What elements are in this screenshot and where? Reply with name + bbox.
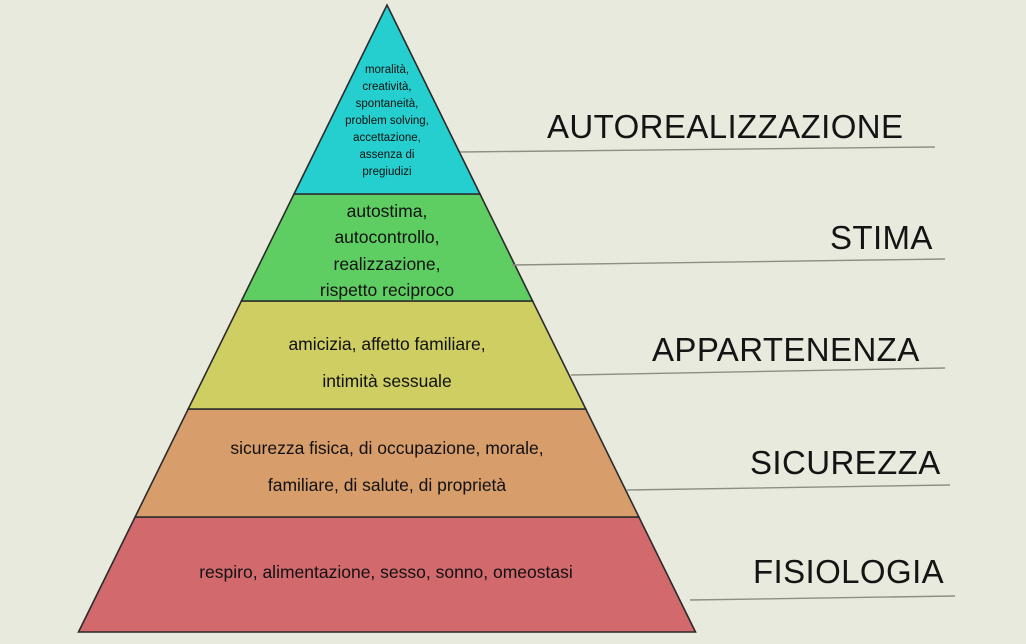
leader-line-stima: [511, 258, 946, 266]
pyramid-tier-fisiologia[interactable]: [77, 516, 697, 633]
pyramid-tier-stima[interactable]: [240, 193, 534, 302]
tier-label-autorealizzazione: AUTOREALIZZAZIONE: [547, 108, 904, 145]
tier-label-stima: STIMA: [830, 219, 933, 256]
tier-label-fisiologia: FISIOLOGIA: [753, 553, 945, 590]
tier-label-appartenenza: APPARTENENZA: [652, 331, 920, 368]
pyramid-tier-appartenenza[interactable]: [186, 300, 588, 410]
leader-line-appartenenza: [570, 367, 946, 376]
tier-label-sicurezza: SICUREZZA: [750, 444, 941, 481]
leader-line-sicurezza: [626, 484, 951, 491]
leader-line-autorealizzazione: [459, 146, 936, 153]
leader-line-fisiologia: [689, 595, 956, 601]
pyramid-tier-autorealizzazione[interactable]: [292, 3, 482, 195]
pyramid-tier-sicurezza[interactable]: [133, 408, 641, 518]
